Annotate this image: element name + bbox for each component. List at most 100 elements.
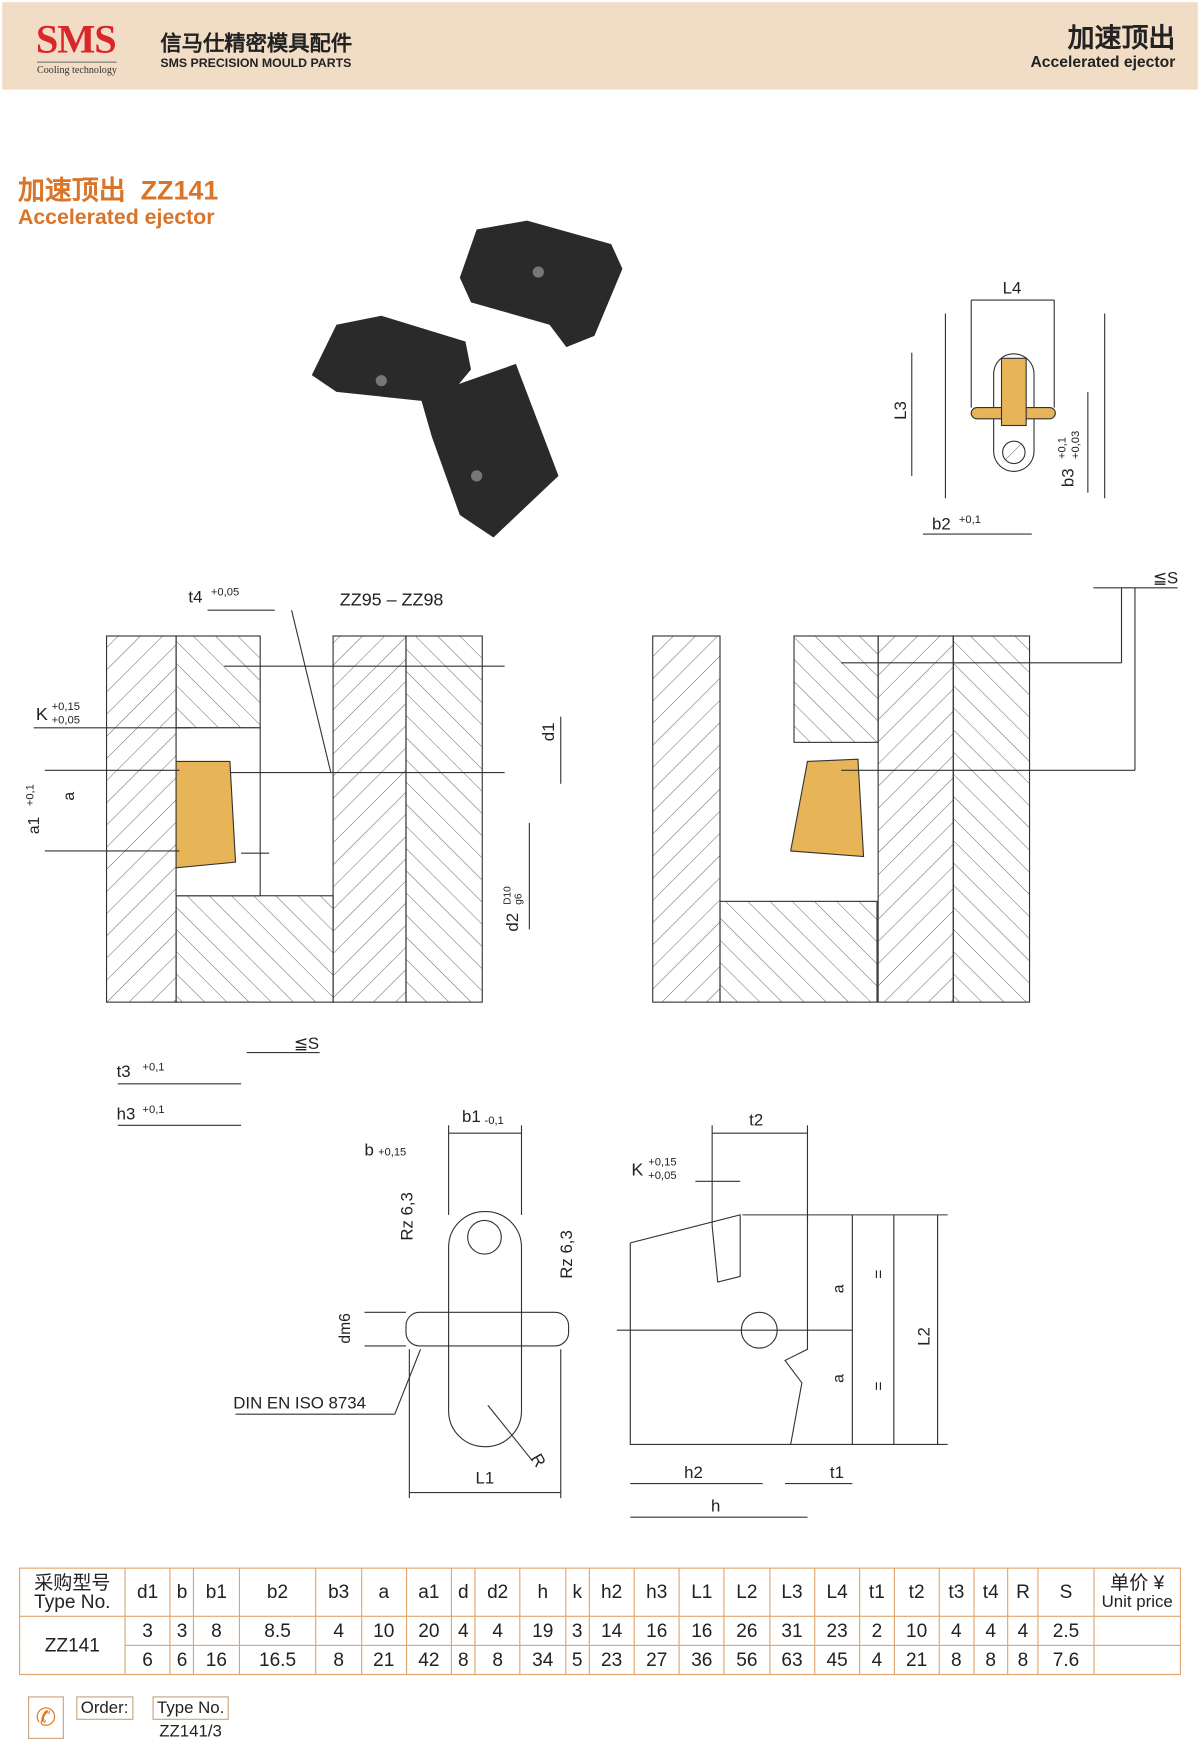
technical-drawings: L4 L3 b3 +0,1 +0,03 b2 +0,1 t4 +0,05 ZZ9… <box>25 220 1178 1518</box>
cell-h: 34 <box>519 1644 566 1676</box>
cell-b3: 8 <box>315 1644 362 1676</box>
cell-d: 4 <box>450 1615 476 1646</box>
price-header-cn: 单价 ¥ <box>1110 1572 1165 1594</box>
col-header-t4: t4 <box>972 1567 1009 1617</box>
cell-t4: 8 <box>972 1644 1009 1676</box>
dim-b3-tol2: +0,03 <box>1070 431 1082 459</box>
col-header-b2: b2 <box>238 1567 317 1617</box>
cell-L4: 23 <box>814 1615 861 1646</box>
cell-d: 8 <box>450 1644 476 1676</box>
category-title-en: Accelerated ejector <box>1030 52 1176 71</box>
dim-K-tol1: +0,15 <box>52 701 80 713</box>
order-example: ZZ141/3 <box>159 1722 222 1742</box>
dim-d2-tol2: g6 <box>513 893 524 905</box>
unit-price-cell <box>1093 1644 1181 1676</box>
cell-t1: 2 <box>859 1615 895 1646</box>
dim-K-detail-tol1: +0,15 <box>648 1157 676 1169</box>
dim-b2-tol: +0,1 <box>959 514 981 526</box>
cell-h2: 14 <box>588 1615 635 1646</box>
cell-a: 10 <box>360 1615 407 1646</box>
dim-h: h <box>711 1497 720 1516</box>
dim-equal-upper: = <box>871 1270 888 1279</box>
dim-h2: h2 <box>684 1463 703 1482</box>
price-header-en: Unit price <box>1101 1592 1173 1612</box>
dim-a: a <box>61 792 78 801</box>
dim-b2: b2 <box>932 515 951 534</box>
dim-L2: L2 <box>915 1327 934 1346</box>
order-type-label: Type No. <box>152 1696 229 1720</box>
col-header-L1: L1 <box>678 1567 725 1617</box>
col-header-a1: a1 <box>405 1567 453 1617</box>
cell-d2: 8 <box>474 1644 521 1676</box>
dim-a-lower: a <box>830 1374 847 1383</box>
cell-d2: 4 <box>474 1615 521 1646</box>
col-header-b: b <box>169 1567 195 1617</box>
page-header <box>2 2 1198 90</box>
dim-R: R <box>527 1450 550 1470</box>
dim-a-upper: a <box>830 1284 847 1293</box>
assembly-drawing-right <box>652 587 1178 1003</box>
standard-reference: DIN EN ISO 8734 <box>233 1394 366 1413</box>
cell-t2: 10 <box>893 1615 940 1646</box>
dim-dm6: dm6 <box>337 1313 354 1344</box>
dim-t1: t1 <box>830 1463 844 1482</box>
cell-L2: 26 <box>723 1615 771 1646</box>
assembly-drawing-left <box>33 609 562 1126</box>
dim-b: b <box>364 1141 373 1160</box>
dim-K-detail: K <box>631 1160 643 1180</box>
col-header-t3: t3 <box>938 1567 975 1617</box>
cell-t3: 8 <box>938 1644 975 1676</box>
dim-L4: L4 <box>1003 278 1022 297</box>
col-unit-price: 单价 ¥Unit price <box>1093 1567 1181 1617</box>
cell-S: 2.5 <box>1037 1615 1095 1646</box>
cell-k: 3 <box>564 1615 590 1646</box>
cell-a: 21 <box>360 1644 407 1676</box>
cell-L1: 16 <box>678 1615 725 1646</box>
cell-h3: 16 <box>633 1615 680 1646</box>
col-header-L3: L3 <box>768 1567 816 1617</box>
detail-front-view <box>235 1125 570 1499</box>
col-header-t1: t1 <box>859 1567 895 1617</box>
phone-icon: ✆ <box>28 1696 64 1739</box>
dim-b-tol: +0,15 <box>378 1147 406 1159</box>
dim-d2: d2 <box>503 913 522 932</box>
product-title-cn: 加速顶出 ZZ141 <box>17 175 219 207</box>
cell-L1: 36 <box>678 1644 725 1676</box>
cell-L3: 63 <box>768 1644 816 1676</box>
dim-K-tol2: +0,05 <box>52 714 80 726</box>
cell-b1: 16 <box>193 1644 240 1676</box>
product-photo <box>311 220 623 538</box>
col-header-a: a <box>360 1567 407 1617</box>
col-header-S: S <box>1037 1567 1095 1617</box>
cell-t2: 21 <box>893 1644 940 1676</box>
dim-b1-tol: -0,1 <box>484 1115 503 1127</box>
dim-S-right: ≦S <box>1153 568 1178 587</box>
dim-t3: t3 <box>117 1062 131 1081</box>
dim-t4-tol: +0,05 <box>211 587 239 599</box>
type-header-en: Type No. <box>34 1591 111 1613</box>
cell-b: 6 <box>169 1644 195 1676</box>
dim-t4: t4 <box>188 587 202 606</box>
col-header-R: R <box>1007 1567 1039 1617</box>
col-header-L4: L4 <box>814 1567 861 1617</box>
col-header-t2: t2 <box>893 1567 940 1617</box>
product-title-en: Accelerated ejector <box>17 206 215 230</box>
dim-h3-tol: +0,1 <box>142 1104 164 1116</box>
col-header-L2: L2 <box>723 1567 771 1617</box>
cell-b1: 8 <box>193 1615 240 1646</box>
cell-d1: 3 <box>124 1615 171 1646</box>
col-header-h2: h2 <box>588 1567 635 1617</box>
dim-t3-tol: +0,1 <box>142 1061 164 1073</box>
cell-b2: 8.5 <box>238 1615 317 1646</box>
cell-a1: 42 <box>405 1644 453 1676</box>
cell-R: 8 <box>1007 1644 1039 1676</box>
cell-b3: 4 <box>315 1615 362 1646</box>
detail-side-view <box>616 1125 948 1518</box>
dim-d2-tol: D10 <box>502 886 513 905</box>
dim-t2: t2 <box>749 1110 763 1129</box>
cell-h2: 23 <box>588 1644 635 1676</box>
